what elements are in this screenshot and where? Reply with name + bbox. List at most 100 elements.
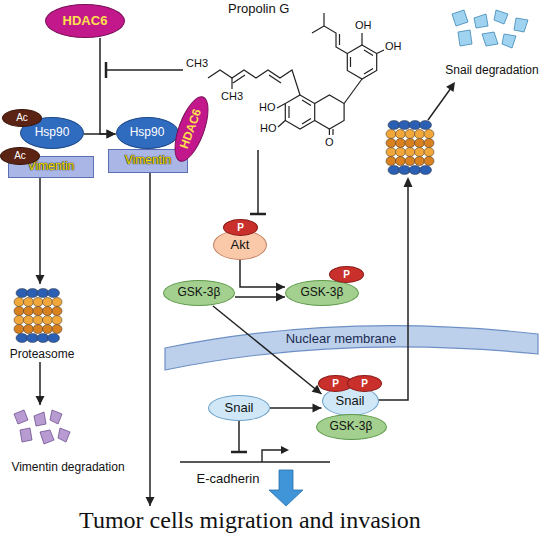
atom-label: CH3 (221, 90, 243, 103)
arrow-head (36, 275, 45, 284)
fragment (58, 428, 70, 442)
atom-label: OH (355, 19, 372, 32)
proteasome-subunit (24, 298, 34, 307)
proteasome-subunit (399, 121, 411, 130)
snail-fragments (452, 10, 528, 48)
proteasome-subunit (388, 121, 400, 130)
connector-line (213, 306, 322, 394)
proteasome-subunit (24, 325, 34, 334)
fragment (458, 30, 472, 46)
connector (235, 293, 285, 302)
proteasome-subunit (424, 148, 434, 157)
node-text: Snail degradation (445, 64, 538, 78)
proteasome-subunit (14, 298, 24, 307)
fragment (452, 10, 468, 26)
proteasome-subunit (415, 148, 425, 157)
gene-label: E-cadherin (186, 470, 270, 488)
connector (231, 421, 247, 452)
node-text: Ac (16, 112, 28, 124)
proteasome-subunit (33, 316, 43, 325)
connector (106, 62, 183, 78)
prenyl-group (312, 13, 347, 54)
node-text: Ac (14, 150, 26, 162)
proteasome-subunit (33, 298, 43, 307)
acetyl-mark: Ac (0, 147, 40, 165)
proteasome-subunit (396, 157, 406, 166)
connector-line (39, 178, 41, 284)
connector-line (100, 38, 116, 134)
fragment (502, 34, 516, 48)
arrow-head (146, 497, 155, 506)
connector (250, 150, 266, 214)
proteasome-subunit (399, 166, 411, 175)
node-text: P (343, 269, 350, 281)
proteasome-subunit (424, 157, 434, 166)
node-text: Hsp90 (130, 126, 165, 140)
atom-label: CH3 (186, 57, 208, 70)
connector (240, 260, 285, 292)
kinase-ellipse: GSK-3β (163, 280, 235, 306)
arrow-head (276, 293, 285, 302)
node-text: GSK-3β (330, 420, 373, 434)
proteasome-subunit (420, 121, 432, 130)
phospho-mark: P (347, 375, 382, 392)
connector-line (149, 173, 151, 506)
proteasome-subunit (14, 325, 24, 334)
proteasome-subunit (27, 334, 39, 343)
arrow-head (36, 396, 45, 405)
ring-a-double-bonds (289, 100, 311, 124)
proteasome-subunit (415, 130, 425, 139)
connector-line (240, 260, 285, 287)
fragment (40, 430, 54, 444)
node-text: HDAC6 (63, 14, 108, 29)
proteasome-subunit (16, 334, 28, 343)
kinase-ellipse: GSK-3β (285, 280, 359, 306)
phospho-mark: P (329, 266, 364, 283)
node-text: Akt (231, 238, 250, 253)
node-text: Propolin G (228, 2, 289, 17)
proteasome-subunit (16, 289, 28, 298)
proteasome-subunit (43, 325, 53, 334)
proteasome-subunit (33, 307, 43, 316)
protein-ellipse: Snail (208, 395, 270, 421)
proteasome-subunit (48, 289, 60, 298)
acetyl-mark: Ac (2, 109, 42, 127)
proteasome-subunit (415, 139, 425, 148)
phospho-mark: P (223, 219, 258, 236)
proteasome-subunit (424, 130, 434, 139)
degradation-arrows (378, 82, 455, 400)
arrow-line (428, 88, 451, 120)
ring-b-double-bonds (351, 50, 374, 74)
outcome-text: Tumor cells migration and invasion (40, 506, 460, 536)
proteasome-subunit (24, 307, 34, 316)
fragment (482, 32, 498, 46)
connector (100, 38, 116, 139)
hydroxyl-bonds (362, 33, 384, 54)
node-text: Vimentin (28, 160, 74, 174)
chain-bonds (232, 75, 281, 89)
vimentin-fragments (14, 410, 70, 444)
proteasome-subunit (388, 166, 400, 175)
node-text: GSK-3β (178, 286, 221, 300)
connector (269, 470, 303, 506)
atom-label: OH (385, 40, 402, 53)
node-text: Snail (225, 401, 254, 416)
proteasome-subunit (386, 157, 396, 166)
ring-link-bond (344, 79, 362, 104)
node-text: Snail (336, 394, 365, 409)
proteasome-subunit (37, 289, 49, 298)
proteasome-subunit (52, 325, 62, 334)
proteasome-subunit (405, 148, 415, 157)
fragment (20, 428, 32, 442)
arrow-head (404, 177, 413, 187)
arrow-head (313, 404, 322, 413)
node-text: Proteasome (10, 348, 75, 362)
gene-symbol (180, 446, 330, 462)
proteasome-drawings (14, 121, 434, 343)
inhibition-bar (105, 62, 108, 78)
ring-a (285, 95, 314, 129)
fragment (474, 14, 488, 28)
proteasome-subunit (386, 130, 396, 139)
node-text: Tumor cells migration and invasion (79, 507, 421, 535)
